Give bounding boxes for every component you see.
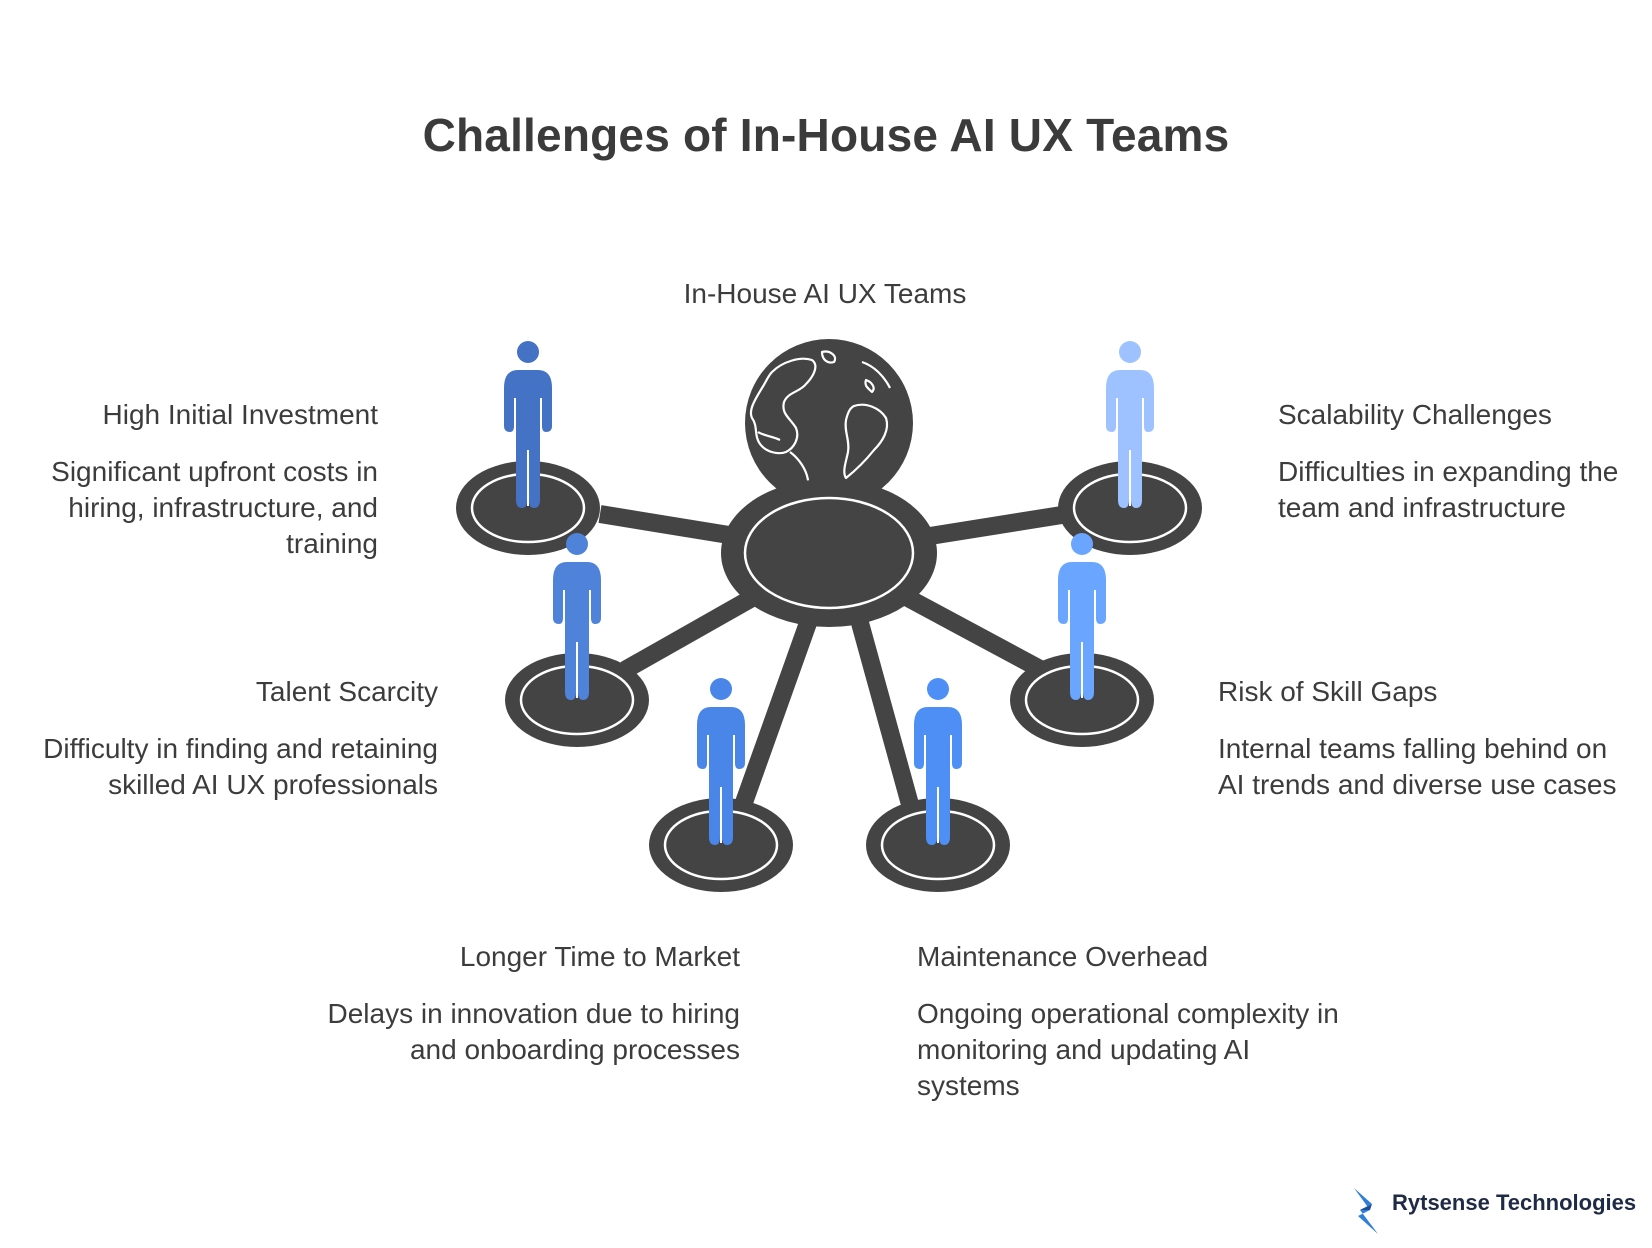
person-icon-longer — [697, 678, 745, 845]
item-description: Delays in innovation due to hiring and o… — [327, 998, 740, 1065]
connector-maint — [851, 620, 920, 811]
person-icon-high — [504, 341, 552, 508]
person-icon-maint — [914, 678, 962, 845]
connector-longer — [733, 619, 817, 812]
item-description: Difficulty in finding and retaining skil… — [43, 733, 438, 800]
hub-label: In-House AI UX Teams — [683, 278, 967, 309]
connector-high — [598, 505, 737, 545]
connectors — [598, 505, 1070, 812]
rytsense-logo-icon — [1354, 1188, 1378, 1234]
person-icon-scal — [1106, 341, 1154, 508]
item-heading: Maintenance Overhead — [917, 941, 1209, 972]
item-risk-of-skill-gaps: Risk of Skill Gaps Internal teams fallin… — [1218, 675, 1638, 803]
item-description: Ongoing operational complexity in monito… — [917, 998, 1339, 1101]
item-longer-time-to-market: Longer Time to Market Delays in innovati… — [300, 940, 740, 1068]
item-description: Significant upfront costs in hiring, inf… — [51, 456, 378, 559]
item-maintenance-overhead: Maintenance Overhead Ongoing operational… — [917, 940, 1357, 1104]
item-talent-scarcity: Talent Scarcity Difficulty in finding an… — [0, 675, 438, 803]
item-scalability-challenges: Scalability Challenges Difficulties in e… — [1278, 398, 1648, 526]
item-high-initial-investment: High Initial Investment Significant upfr… — [0, 398, 378, 562]
connector-talent — [620, 590, 757, 678]
item-heading: Talent Scarcity — [255, 676, 438, 707]
item-heading: High Initial Investment — [102, 399, 378, 430]
item-heading: Scalability Challenges — [1278, 399, 1552, 430]
item-description: Difficulties in expanding the team and i… — [1278, 456, 1619, 523]
item-description: Internal teams falling behind on AI tren… — [1218, 733, 1617, 800]
brand-name: Rytsense Technologies — [1392, 1190, 1637, 1215]
central-platform — [721, 479, 937, 627]
people-figures — [504, 341, 1154, 845]
item-heading: Risk of Skill Gaps — [1218, 676, 1438, 707]
connector-risk — [903, 590, 1047, 678]
item-heading: Longer Time to Market — [459, 941, 740, 972]
person-icon-talent — [553, 533, 601, 700]
person-icon-risk — [1058, 533, 1106, 700]
connector-scal — [928, 505, 1070, 545]
diagram-title: Challenges of In-House AI UX Teams — [422, 109, 1230, 161]
